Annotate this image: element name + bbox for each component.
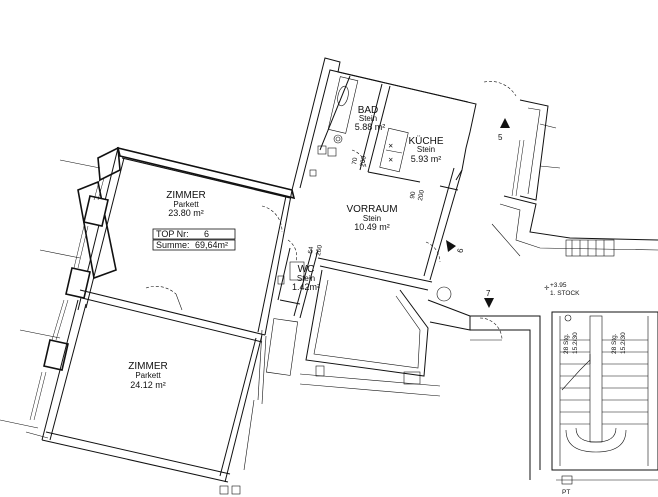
top-number-value: 6 [204, 229, 209, 239]
level-label: +3.95 1. STOCK [550, 282, 580, 297]
bottom-details [25, 431, 241, 495]
level-height: +3.95 [550, 282, 567, 289]
section-label-7: 7 [486, 289, 491, 298]
section-arrow-7 [484, 298, 494, 308]
svg-text:✕: ✕ [388, 143, 393, 150]
room-name-bad: BAD [358, 105, 379, 116]
door-dim-2a: 90 [409, 191, 417, 200]
level-name: 1. STOCK [550, 290, 580, 297]
sum-value: 69,64m² [195, 240, 228, 250]
left-windows [0, 159, 105, 429]
hall-walls [243, 247, 471, 471]
section-arrow-5 [500, 118, 510, 128]
room-floor-wc: Stein [297, 274, 315, 283]
section-arrow-6 [446, 240, 456, 252]
door-dim-1b: 200 [359, 155, 368, 167]
room-area-wc: 1.42m² [292, 282, 320, 292]
door-dim-3b: 200 [315, 244, 324, 256]
section-markers: 5 6 7 ✛ [446, 118, 549, 308]
pt-label: PT [562, 489, 570, 496]
apartment-info-box: TOP Nr: 6 Summe: 69,64m² [152, 228, 236, 251]
svg-text:✕: ✕ [388, 157, 393, 164]
room-name-kueche: KÜCHE [408, 135, 443, 147]
room-area-bad: 5.88 m² [355, 122, 386, 132]
apartment-walls [41, 146, 296, 483]
room-floor-zimmer-2: Parkett [135, 371, 161, 380]
level-cross-icon: ✛ [544, 285, 549, 292]
bath-kitchen-walls: ✕ ✕ [291, 57, 477, 281]
doors [145, 81, 517, 341]
door-dimensions: 70 200 90 200 64 200 [307, 155, 426, 256]
room-area-kueche: 5.93 m² [411, 154, 442, 164]
section-label-6: 6 [456, 247, 466, 253]
door-dim-1a: 70 [351, 157, 359, 166]
room-area-vorraum: 10.49 m² [354, 222, 390, 232]
room-floor-vorraum: Stein [363, 214, 381, 223]
stair-steps-a: 28 Stg. [563, 333, 570, 354]
room-area-zimmer-2: 24.12 m² [130, 380, 166, 390]
room-name-zimmer-2: ZIMMER [128, 361, 167, 372]
stair-steps-b: 28 Stg. [611, 333, 618, 354]
room-name-zimmer-1: ZIMMER [166, 190, 205, 201]
stair-labels: 28 Stg. 15.2/30 28 Stg. 15.2/30 PT [562, 332, 627, 496]
stair-steps [560, 339, 648, 425]
stair-size-b: 15.2/30 [620, 332, 627, 354]
room-name-wc: WC [298, 264, 315, 275]
stairwell [470, 311, 658, 485]
stair-size-a: 15.2/30 [572, 332, 579, 354]
sum-label: Summe: [156, 240, 190, 250]
room-area-zimmer-1: 23.80 m² [168, 208, 204, 218]
room-labels: ZIMMER Parkett 23.80 m² ZIMMER Parkett 2… [128, 105, 444, 390]
door-dim-2b: 200 [417, 189, 426, 201]
room-name-vorraum: VORRAUM [346, 204, 397, 215]
section-label-5: 5 [498, 133, 503, 142]
room-floor-bad: Stein [359, 114, 377, 123]
door-dim-3a: 64 [307, 246, 315, 255]
room-floor-kueche: Stein [417, 145, 435, 154]
right-wing [491, 99, 658, 257]
room-floor-zimmer-1: Parkett [173, 200, 199, 209]
top-number-label: TOP Nr: [156, 229, 189, 239]
